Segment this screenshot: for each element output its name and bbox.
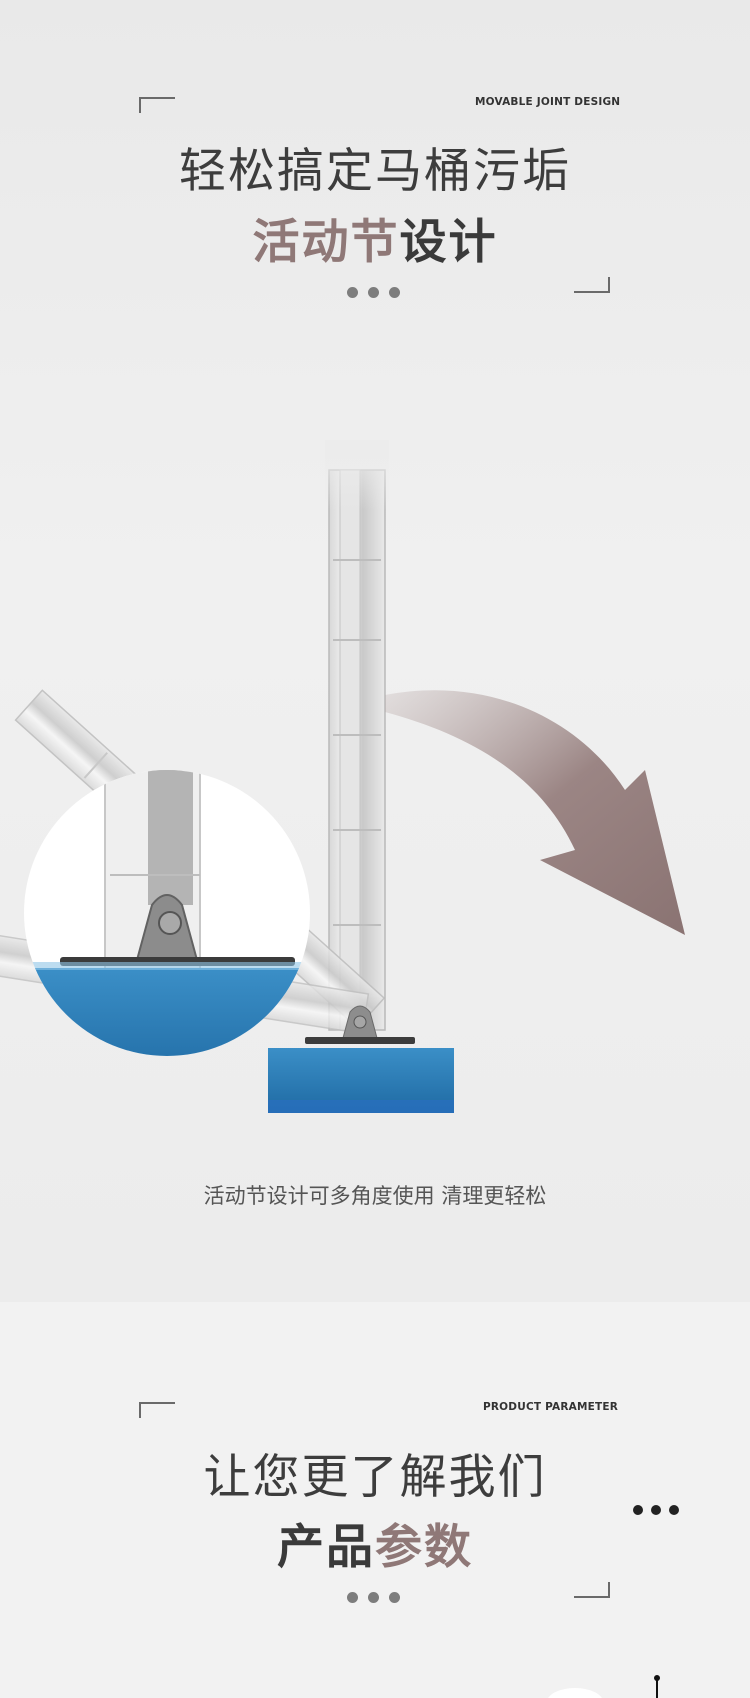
vertical-handle	[325, 440, 389, 1031]
subheadline: 活动节设计	[0, 203, 750, 272]
joint-closeup-magnifier	[24, 770, 310, 1056]
dot	[368, 287, 379, 298]
frame-corner-bottom-right	[574, 277, 610, 293]
frame-corner-top-left	[139, 1402, 175, 1418]
subheadline-rest: 产品	[277, 1520, 375, 1575]
subheadline: 产品参数	[0, 1508, 750, 1577]
eyebrow-label: MOVABLE JOINT DESIGN	[475, 96, 621, 108]
feature-caption: 活动节设计可多角度使用 清理更轻松	[203, 1184, 547, 1208]
more-dots-icon[interactable]	[633, 1505, 679, 1515]
dot	[651, 1505, 661, 1515]
dot	[389, 1592, 400, 1603]
decorative-dots	[347, 287, 400, 298]
headline: 让您更了解我们	[203, 1450, 547, 1505]
subheadline-rest: 设计	[399, 215, 498, 270]
dot	[389, 287, 400, 298]
frame-corner-bottom-right	[574, 1582, 610, 1598]
toilet-brush-illustration	[0, 440, 685, 1113]
joint-design-section: MOVABLE JOINT DESIGN 轻松搞定马桶污垢 活动节设计	[0, 0, 750, 1302]
rotation-arrow-icon	[385, 690, 685, 935]
frame-corner-top-left	[139, 97, 175, 113]
subheadline-accent: 参数	[375, 1520, 473, 1575]
brush-head	[268, 1005, 454, 1113]
headline: 轻松搞定马桶污垢	[179, 144, 571, 199]
dot	[669, 1505, 679, 1515]
product-parameter-section	[0, 1302, 750, 1698]
dot	[347, 1592, 358, 1603]
dot	[368, 1592, 379, 1603]
eyebrow-label: PRODUCT PARAMETER	[483, 1401, 618, 1413]
dot	[633, 1505, 643, 1515]
decorative-dots	[347, 1592, 400, 1603]
subheadline-accent: 活动节	[252, 215, 400, 270]
partial-product-preview	[548, 1675, 660, 1698]
dot	[347, 287, 358, 298]
